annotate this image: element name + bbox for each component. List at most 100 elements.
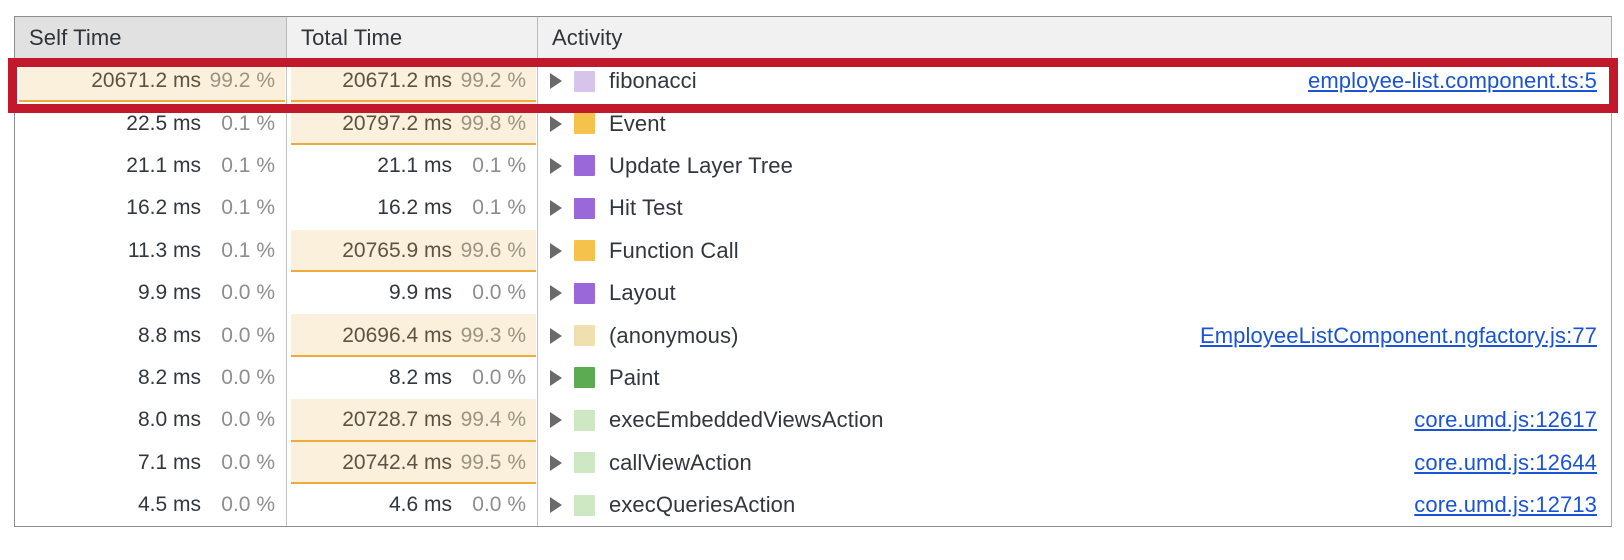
expand-triangle-icon[interactable]	[550, 115, 562, 132]
cell-activity: fibonacci employee-list.component.ts:5	[538, 60, 1611, 102]
column-header-self-time[interactable]: Self Time	[15, 17, 287, 59]
color-swatch-rendering-icon	[574, 197, 595, 219]
activity-label: (anonymous)	[609, 322, 739, 348]
source-location-link[interactable]: EmployeeListComponent.ngfactory.js:77	[1199, 322, 1597, 348]
activity-label: execEmbeddedViewsAction	[609, 407, 884, 433]
total-time-value: 16.2 ms	[377, 196, 452, 220]
color-swatch-angular-icon	[574, 494, 595, 516]
total-time-bar-fill	[291, 60, 536, 103]
activity-label: Function Call	[609, 237, 739, 263]
cell-activity: Update Layer Tree	[538, 145, 1611, 187]
self-time-value: 11.3 ms	[127, 238, 201, 262]
color-swatch-angular-icon	[574, 409, 595, 431]
cell-total-time: 20765.9 ms 99.6 %	[287, 229, 538, 272]
total-time-value: 20742.4 ms	[342, 450, 452, 474]
total-time-percent: 99.3 %	[460, 323, 526, 347]
total-time-value: 8.2 ms	[388, 365, 452, 389]
self-time-value: 7.1 ms	[137, 450, 201, 474]
self-time-percent: 0.0 %	[221, 281, 275, 305]
source-location-link[interactable]: core.umd.js:12644	[1414, 449, 1597, 475]
table-row[interactable]: 8.8 ms 0.0 % 20696.4 ms 99.3 % (anonymous) Em…	[15, 314, 1611, 357]
expand-triangle-icon[interactable]	[550, 200, 562, 217]
self-time-percent: 0.0 %	[221, 450, 275, 474]
total-time-percent: 0.0 %	[472, 493, 526, 517]
cell-total-time: 20696.4 ms 99.3 %	[287, 314, 538, 357]
total-time-bar-fill	[291, 314, 536, 357]
total-time-percent: 99.5 %	[460, 450, 526, 474]
expand-triangle-icon[interactable]	[550, 285, 562, 302]
column-header-activity[interactable]: Activity	[538, 17, 1611, 59]
cell-total-time: 20742.4 ms 99.5 %	[287, 441, 538, 484]
self-time-percent: 0.0 %	[221, 323, 275, 347]
expand-triangle-icon[interactable]	[550, 412, 562, 429]
expand-triangle-icon[interactable]	[550, 157, 562, 174]
activity-label: fibonacci	[609, 68, 697, 94]
total-time-percent: 99.2 %	[460, 69, 526, 93]
cell-activity: Layout	[538, 272, 1611, 314]
activity-label: Hit Test	[609, 195, 683, 221]
color-swatch-anonymous-icon	[574, 325, 595, 347]
self-time-value: 21.1 ms	[126, 153, 201, 177]
source-location-link[interactable]: core.umd.js:12713	[1414, 492, 1597, 518]
self-time-value: 8.8 ms	[137, 323, 201, 347]
total-time-bar-fill	[291, 399, 536, 442]
total-time-percent: 0.0 %	[472, 281, 526, 305]
expand-triangle-icon[interactable]	[550, 497, 562, 514]
cell-activity: Event	[538, 102, 1611, 144]
total-time-percent: 0.1 %	[472, 153, 526, 177]
total-time-percent: 99.6 %	[460, 238, 526, 262]
source-location-link[interactable]: employee-list.component.ts:5	[1308, 68, 1597, 94]
total-time-bar-fill	[291, 441, 536, 484]
color-swatch-fibonacci-icon	[574, 70, 595, 92]
expand-triangle-icon[interactable]	[550, 454, 562, 471]
expand-triangle-icon[interactable]	[550, 242, 562, 259]
cell-activity: Function Call	[538, 230, 1611, 272]
table-header-row: Self Time Total Time Activity	[15, 17, 1611, 60]
total-time-value: 20765.9 ms	[342, 238, 452, 262]
total-time-percent: 0.1 %	[472, 196, 526, 220]
color-swatch-rendering-icon	[574, 282, 595, 304]
total-time-value: 20797.2 ms	[342, 111, 452, 135]
activity-label: callViewAction	[609, 449, 752, 475]
total-time-value: 20696.4 ms	[342, 323, 452, 347]
total-time-value: 4.6 ms	[388, 493, 452, 517]
activity-label: Paint	[609, 364, 660, 390]
expand-triangle-icon[interactable]	[550, 327, 562, 344]
self-time-value: 22.5 ms	[126, 111, 201, 135]
profiler-table: Self Time Total Time Activity 20671.2 ms…	[14, 16, 1612, 528]
cell-activity: Hit Test	[538, 187, 1611, 229]
cell-total-time: 20797.2 ms 99.8 %	[287, 102, 538, 145]
expand-triangle-icon[interactable]	[550, 73, 562, 90]
table-row[interactable]: 7.1 ms 0.0 % 20742.4 ms 99.5 % callViewActio…	[15, 441, 1611, 484]
color-swatch-scripting-icon	[574, 240, 595, 262]
source-location-link[interactable]: core.umd.js:12617	[1414, 407, 1597, 433]
color-swatch-rendering-icon	[574, 155, 595, 177]
total-time-percent: 0.0 %	[472, 365, 526, 389]
total-time-value: 9.9 ms	[388, 281, 452, 305]
activity-label: Layout	[609, 280, 676, 306]
self-time-percent: 99.2 %	[209, 69, 275, 93]
activity-label: Update Layer Tree	[609, 152, 793, 178]
column-header-total-time[interactable]: Total Time	[287, 17, 538, 59]
total-time-value: 21.1 ms	[377, 153, 452, 177]
total-time-percent: 99.8 %	[460, 111, 526, 135]
expand-triangle-icon[interactable]	[550, 369, 562, 386]
cell-total-time: 16.2 ms 0.1 %	[287, 187, 538, 230]
